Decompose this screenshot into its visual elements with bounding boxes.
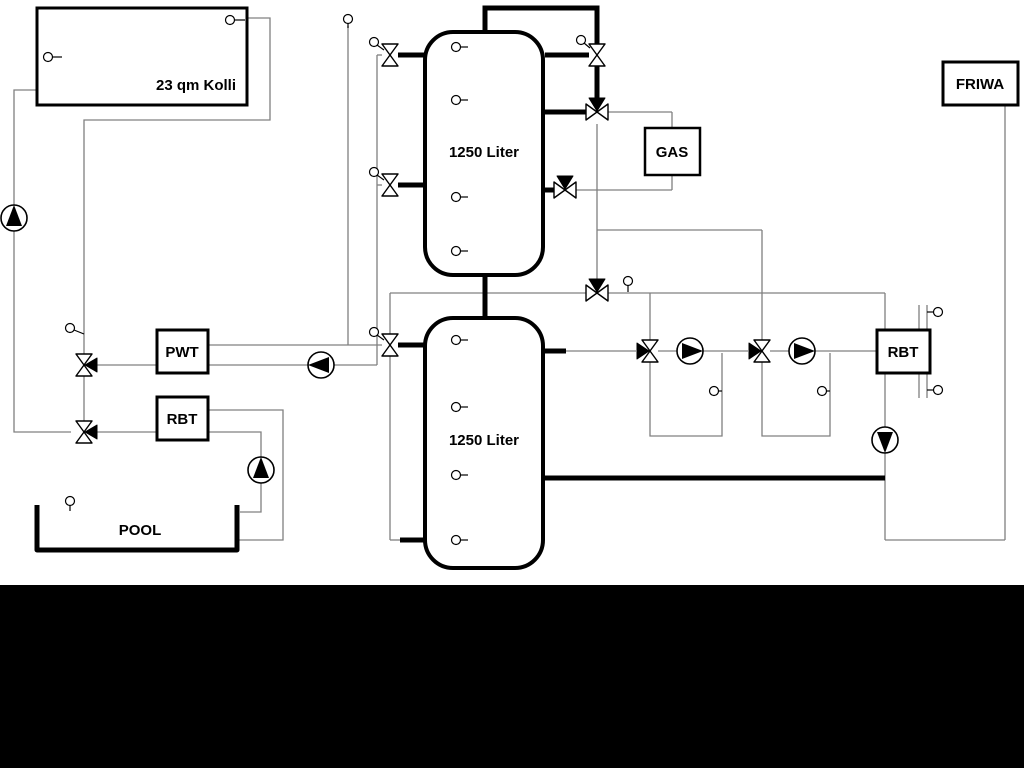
three-way-valve-icon — [75, 353, 98, 377]
sensor-icon — [450, 469, 468, 481]
sensor-icon — [42, 51, 62, 63]
sensor-icon — [224, 14, 245, 26]
three-way-valve-icon — [748, 339, 771, 363]
rbt-pool-label: RBT — [167, 411, 198, 428]
pump-icon — [247, 456, 275, 484]
pump-icon — [676, 337, 704, 365]
buffer-tank-bottom-label: 1250 Liter — [449, 432, 519, 449]
sensor-icon — [450, 245, 468, 257]
buffer-tank-bottom — [423, 316, 545, 570]
sensor-icon — [342, 13, 354, 28]
sensor-icon — [708, 385, 722, 397]
collector-label: 23 qm Kolli — [156, 77, 236, 94]
sensor-icon — [64, 322, 85, 335]
pipes-thin — [13, 17, 1006, 541]
sensor-icon — [450, 401, 468, 413]
sensor-icon — [450, 334, 468, 346]
friwa-box — [941, 60, 1020, 107]
pipes-thick — [398, 5, 885, 543]
three-way-valve-icon — [585, 97, 609, 121]
three-way-valve-icon — [75, 420, 98, 444]
pipe-segment — [240, 483, 262, 513]
pump-icon — [307, 351, 335, 379]
solar-collector-box — [35, 6, 249, 107]
valves — [75, 34, 771, 444]
rbt-friwa-label: RBT — [888, 344, 919, 361]
sensor-icon — [450, 41, 468, 53]
gas-boiler-label: GAS — [656, 144, 689, 161]
pump-icon — [0, 204, 28, 232]
pipe-segment — [13, 89, 71, 433]
pump-icon — [788, 337, 816, 365]
pipe-segment — [482, 5, 600, 44]
sensor-icon — [450, 534, 468, 546]
pwt-label: PWT — [165, 344, 198, 361]
three-way-valve-icon — [553, 175, 577, 199]
labels: 23 qm Kolli 1250 Liter 1250 Liter GAS FR… — [119, 76, 1005, 539]
sensor-icon — [816, 385, 830, 397]
pipe-segment — [761, 353, 831, 437]
sensors — [42, 13, 944, 546]
sensor-icon — [64, 495, 76, 511]
pump-icon — [871, 426, 899, 454]
pipe-segment — [208, 431, 262, 457]
valve-icon — [368, 326, 399, 357]
pipe-segment — [649, 353, 723, 437]
sensor-icon — [927, 384, 944, 396]
valve-icon — [575, 34, 606, 67]
letterbox-bar — [0, 585, 1024, 768]
sensor-icon — [450, 191, 468, 203]
three-way-valve-icon — [585, 275, 634, 302]
pool-label: POOL — [119, 522, 162, 539]
friwa-label: FRIWA — [956, 76, 1004, 93]
rbt-friwa-box — [875, 328, 932, 375]
buffer-tank-top-label: 1250 Liter — [449, 144, 519, 161]
valve-icon — [368, 36, 399, 67]
rbt-pool-box — [155, 395, 210, 442]
pwt-box — [155, 328, 210, 375]
valve-icon — [368, 166, 399, 197]
three-way-valve-icon — [636, 339, 659, 363]
sensor-icon — [450, 94, 468, 106]
equipment-boxes — [34, 6, 1020, 570]
pool-basin — [34, 505, 240, 553]
pipe-segment — [208, 409, 284, 541]
sensor-icon — [927, 306, 944, 318]
pipe-segment — [83, 17, 271, 354]
pumps — [0, 204, 899, 484]
gas-boiler-box — [643, 126, 702, 177]
buffer-tank-top — [423, 30, 545, 277]
